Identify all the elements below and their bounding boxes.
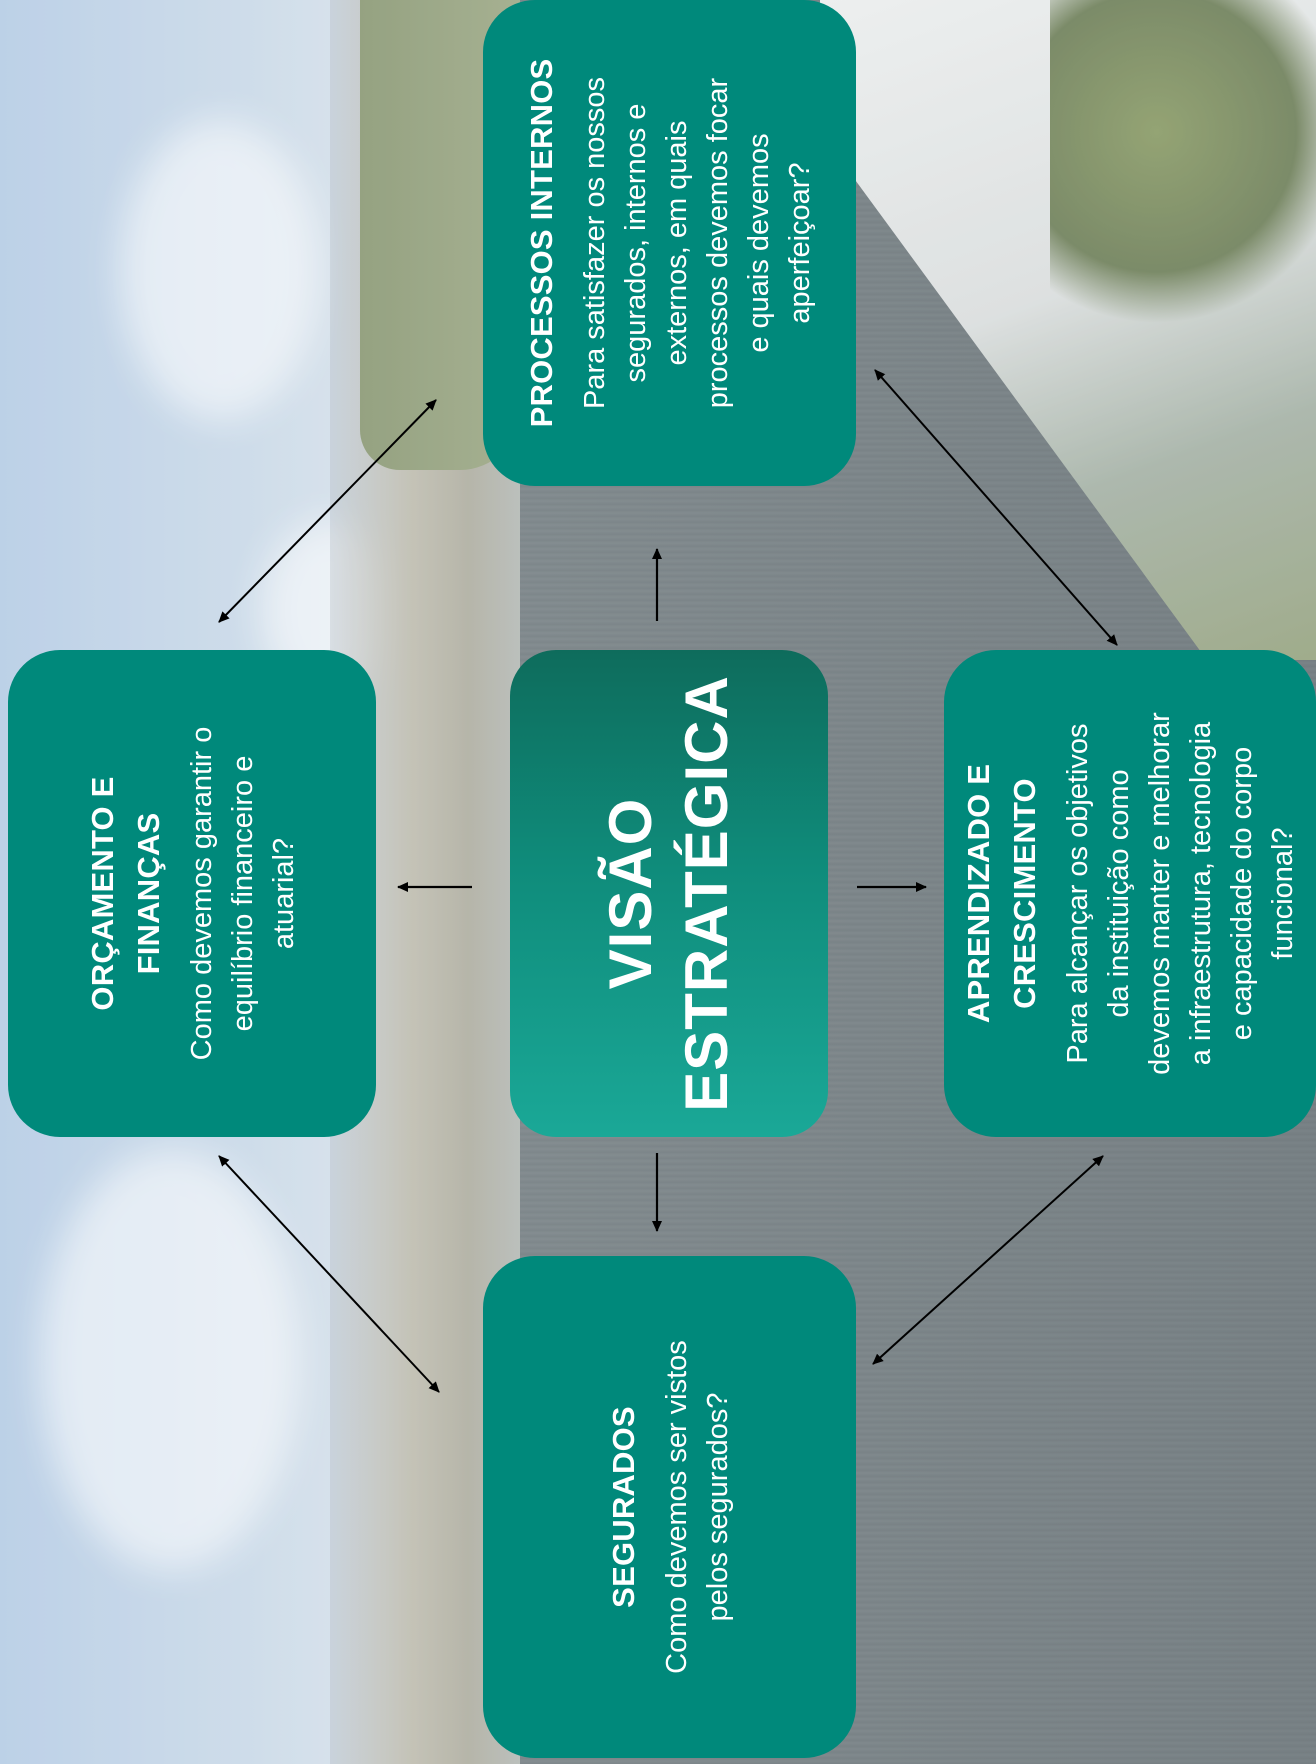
arrow-segurados-aprendizado xyxy=(872,1155,1104,1365)
box-segurados-title: SEGURADOS xyxy=(605,1406,641,1608)
box-visao-estrategica: VISÃO ESTRATÉGICA xyxy=(510,650,828,1137)
arrow-financas-processos xyxy=(218,399,437,623)
box-orcamento-financas-title: ORÇAMENTO E FINANÇAS xyxy=(84,776,166,1011)
box-aprendizado-crescimento-title: APRENDIZADO E CRESCIMENTO xyxy=(961,763,1042,1024)
background-cloud xyxy=(120,120,320,420)
arrow-processos-aprendizado xyxy=(874,369,1118,646)
box-orcamento-financas-question: Como devemos garantir o equilíbrio finan… xyxy=(185,726,300,1061)
box-aprendizado-crescimento-question: Para alcançar os objetivos da instituiçã… xyxy=(1062,712,1299,1075)
box-visao-estrategica-title: VISÃO ESTRATÉGICA xyxy=(597,675,740,1112)
box-segurados-question: Como devemos ser vistos pelos segurados? xyxy=(660,1340,734,1674)
box-orcamento-financas: ORÇAMENTO E FINANÇAS Como devemos garant… xyxy=(8,650,376,1137)
box-processos-internos-question: Para satisfazer os nossos segurados, int… xyxy=(578,76,816,410)
box-processos-internos: PROCESSOS INTERNOS Para satisfazer os no… xyxy=(483,0,856,486)
arrow-financas-segurados xyxy=(218,1155,440,1393)
box-processos-internos-title: PROCESSOS INTERNOS xyxy=(523,58,559,428)
background-plants xyxy=(1050,0,1316,330)
box-segurados: SEGURADOS Como devemos ser vistos pelos … xyxy=(483,1256,856,1758)
box-aprendizado-crescimento: APRENDIZADO E CRESCIMENTO Para alcançar … xyxy=(944,650,1316,1137)
